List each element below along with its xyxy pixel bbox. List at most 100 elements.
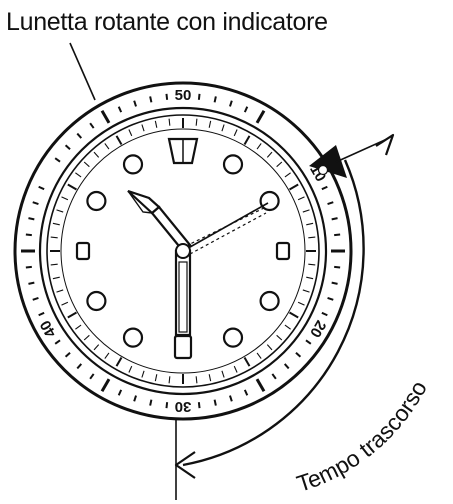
indicator-leader-line: [335, 138, 388, 163]
bezel-tick: [334, 265, 341, 269]
hour-marker: [275, 241, 291, 261]
bezel-tick: [321, 185, 328, 191]
hour-marker: [122, 327, 144, 348]
minute-tick: [83, 334, 90, 341]
minute-tick: [154, 120, 158, 128]
minute-tick: [195, 376, 198, 384]
hour-marker: [222, 327, 244, 348]
bezel-tick: [165, 93, 169, 100]
center-pin: [175, 243, 191, 259]
minute-tick: [302, 289, 310, 293]
bezel-tick: [271, 373, 277, 380]
minute-tick: [297, 301, 305, 306]
minute-tick: [276, 161, 283, 168]
minute-tick: [141, 370, 145, 378]
title-leader-line: [69, 42, 96, 101]
minute-tick: [306, 276, 314, 280]
bezel-numeral: 50: [175, 87, 192, 104]
minute-hand: [173, 249, 193, 360]
hour-marker: [86, 290, 107, 312]
minute-tick: [56, 209, 64, 213]
minute-tick: [115, 135, 123, 145]
minute-tick: [104, 352, 110, 359]
minute-tick: [208, 120, 212, 128]
bezel-tick: [89, 373, 95, 380]
bezel-tick: [243, 389, 249, 396]
title-label: Lunetta rotante con indicatore: [6, 8, 328, 36]
minute-tick: [308, 236, 316, 239]
bezel-tick: [100, 378, 111, 393]
minute-tick: [52, 276, 60, 280]
minute-tick: [195, 118, 198, 126]
bezel-tick: [327, 201, 334, 205]
hour-markers: [75, 137, 291, 348]
minute-tick: [128, 129, 133, 137]
minute-tick: [67, 311, 77, 319]
minute-tick: [52, 222, 60, 226]
bezel-tick: [331, 217, 338, 221]
bezel-tick: [197, 93, 201, 100]
bezel-tick: [54, 339, 61, 345]
minute-tick: [302, 209, 310, 213]
bezel-tick: [197, 402, 201, 409]
bezel-tick: [38, 311, 45, 317]
bezel-tick: [100, 109, 111, 124]
bezel-tick: [305, 339, 312, 345]
bezel-tick: [28, 217, 35, 221]
bezel-tick: [133, 100, 137, 107]
bezel-tick: [32, 297, 39, 301]
bezel-tick: [28, 281, 35, 285]
minute-tick: [284, 172, 291, 178]
bezel-numeral: 30: [175, 398, 192, 415]
bezel-tick: [255, 109, 266, 124]
minute-tick: [256, 352, 262, 359]
bezel-tick: [38, 185, 45, 191]
minute-tick: [308, 263, 316, 266]
minute-track: [50, 118, 316, 384]
minute-tick: [128, 365, 133, 373]
hour-marker: [259, 290, 280, 312]
minute-tick: [284, 324, 291, 330]
minute-tick: [67, 183, 77, 191]
bezel-numeral: 20: [306, 317, 329, 340]
minute-tick: [50, 263, 58, 266]
minute-tick: [141, 124, 145, 132]
bezel-tick: [64, 351, 71, 358]
bezel-tick: [229, 100, 233, 107]
bezel-tick: [229, 395, 233, 402]
bezel-tick: [149, 399, 153, 406]
bezel-tick: [165, 402, 169, 409]
minute-tick: [297, 196, 305, 201]
minute-tick: [289, 183, 299, 191]
bezel-tick: [76, 132, 83, 139]
bezel-tick: [255, 378, 266, 393]
minute-tick: [168, 118, 171, 126]
bezel-tick: [25, 233, 32, 237]
bezel-tick: [327, 297, 334, 301]
minute-tick: [266, 344, 273, 351]
minute-tick: [289, 311, 299, 319]
bezel-tick: [133, 395, 137, 402]
elapsed-arc-line: [182, 159, 365, 467]
bezel-tick: [32, 201, 39, 205]
hour-marker: [86, 190, 107, 212]
hour-marker: [122, 154, 144, 175]
bezel-tick: [283, 363, 290, 370]
minute-tick: [233, 365, 238, 373]
minute-tick: [61, 196, 69, 201]
minute-tick: [243, 135, 251, 145]
minute-tick: [233, 129, 238, 137]
bezel-ticks: [21, 93, 345, 409]
indicator-dot: [317, 164, 329, 176]
bezel-tick: [334, 233, 341, 237]
elapsed-time-text: Tempo trascorso: [293, 376, 431, 497]
hour-marker: [259, 190, 280, 212]
minute-tick: [221, 370, 225, 378]
bezel-tick: [54, 157, 61, 163]
bezel-indicator: [309, 145, 347, 178]
bezel-tick: [89, 122, 95, 129]
